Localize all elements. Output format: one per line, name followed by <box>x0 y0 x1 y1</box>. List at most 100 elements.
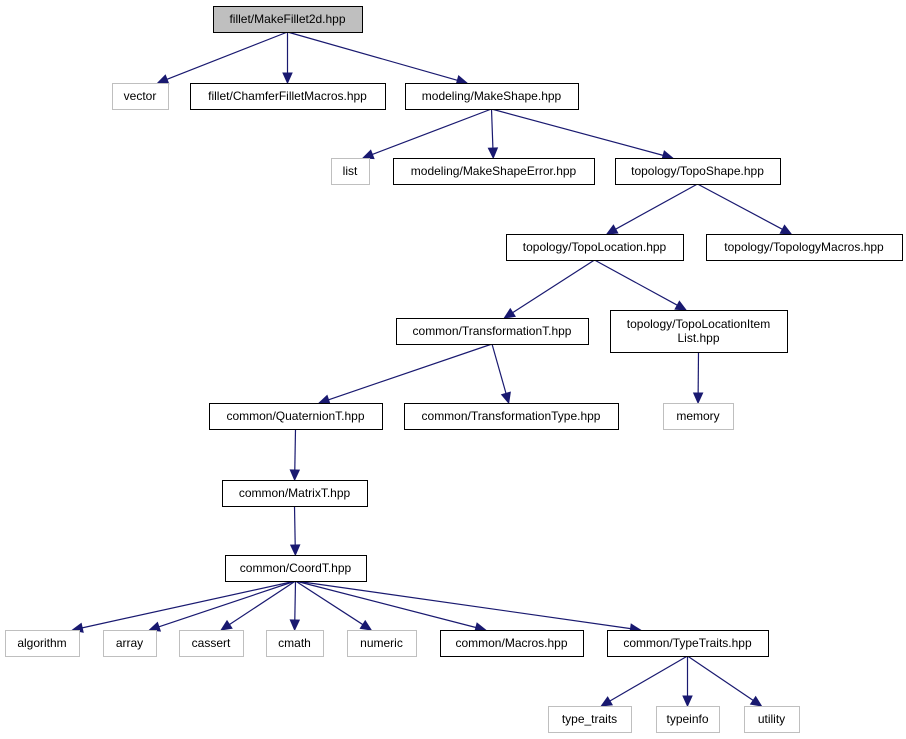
arrowhead <box>500 391 511 405</box>
node-label: cmath <box>278 636 311 650</box>
node-label: typeinfo <box>666 712 708 726</box>
node-makeshape[interactable]: modeling/MakeShape.hpp <box>405 83 579 110</box>
edge-line <box>294 580 297 621</box>
external-header-box <box>266 630 324 657</box>
node-numeric[interactable]: numeric <box>347 630 417 657</box>
edge-typetraits-to-utility <box>687 655 763 707</box>
header-file-box <box>610 310 788 353</box>
arrowhead <box>605 224 619 235</box>
node-transformationt[interactable]: common/TransformationT.hpp <box>396 318 589 345</box>
node-transformationtype[interactable]: common/TransformationType.hpp <box>404 403 619 430</box>
arrowhead <box>220 619 233 631</box>
node-vector[interactable]: vector <box>112 83 169 110</box>
edge-makeshape-to-makeshapeerror <box>487 108 499 160</box>
node-array[interactable]: array <box>103 630 157 657</box>
edge-topolocation-to-topolocationitem <box>594 259 688 311</box>
arrowhead <box>156 74 170 85</box>
node-algorithm[interactable]: algorithm <box>5 630 80 657</box>
edge-toposhape-to-topolocation <box>605 183 698 235</box>
node-label: cassert <box>192 636 231 650</box>
edge-transformationt-to-transformationtype <box>491 343 511 405</box>
node-cmath[interactable]: cmath <box>266 630 324 657</box>
edge-line <box>158 580 296 628</box>
edge-line <box>491 108 664 156</box>
header-file-box <box>209 403 383 430</box>
edge-line <box>295 580 364 626</box>
node-cassert[interactable]: cassert <box>179 630 244 657</box>
edge-line <box>328 343 493 401</box>
header-file-box <box>506 234 684 261</box>
node-label: fillet/ChamferFilletMacros.hpp <box>208 89 367 103</box>
arrowhead <box>361 149 375 160</box>
node-label: common/Macros.hpp <box>455 636 567 650</box>
node-toposhape[interactable]: topology/TopoShape.hpp <box>615 158 781 185</box>
node-label: memory <box>676 409 719 423</box>
node-topolocation[interactable]: topology/TopoLocation.hpp <box>506 234 684 261</box>
node-memory[interactable]: memory <box>663 403 734 430</box>
edge-line <box>293 505 296 546</box>
node-list[interactable]: list <box>331 158 370 185</box>
node-utility[interactable]: utility <box>744 706 800 733</box>
edge-coordt-to-cmath <box>289 580 301 632</box>
node-type_traits[interactable]: type_traits <box>548 706 632 733</box>
arrowhead <box>487 147 499 160</box>
node-label: topology/TopologyMacros.hpp <box>724 240 884 254</box>
arrowhead <box>779 224 793 235</box>
edge-line <box>490 108 494 149</box>
external-header-box <box>112 83 169 110</box>
node-label: algorithm <box>17 636 66 650</box>
edge-line <box>82 580 296 629</box>
node-label: common/CoordT.hpp <box>240 561 352 575</box>
node-typetraits[interactable]: common/TypeTraits.hpp <box>607 630 769 657</box>
edge-root-to-makeshape <box>287 31 469 86</box>
edge-line <box>615 183 698 230</box>
external-header-box <box>663 403 734 430</box>
edge-line <box>166 31 288 80</box>
edge-coordt-to-algorithm <box>71 580 296 633</box>
node-matrixt[interactable]: common/MatrixT.hpp <box>222 480 368 507</box>
arrowhead <box>289 544 301 557</box>
edge-line <box>512 259 595 314</box>
external-header-box <box>103 630 157 657</box>
root-file-box <box>213 6 363 33</box>
node-macros[interactable]: common/Macros.hpp <box>440 630 584 657</box>
node-topologymacros[interactable]: topology/TopologyMacros.hpp <box>706 234 903 261</box>
node-label: topology/TopoLocation.hpp <box>523 240 667 254</box>
edge-toposhape-to-topologymacros <box>697 183 793 235</box>
node-quaterniont[interactable]: common/QuaternionT.hpp <box>209 403 383 430</box>
node-chamfer[interactable]: fillet/ChamferFilletMacros.hpp <box>190 83 386 110</box>
arrowhead <box>282 72 293 85</box>
external-header-box <box>744 706 800 733</box>
arrowhead <box>289 619 301 632</box>
arrowhead <box>359 619 373 631</box>
header-file-box <box>615 158 781 185</box>
node-label: common/QuaternionT.hpp <box>226 409 364 423</box>
edge-typetraits-to-typeinfo <box>682 656 693 708</box>
edge-makeshape-to-list <box>361 108 492 160</box>
arrowhead <box>674 300 688 311</box>
node-makeshapeerror[interactable]: modeling/MakeShapeError.hpp <box>393 158 595 185</box>
header-file-box <box>225 555 367 582</box>
arrowhead <box>600 696 613 707</box>
edge-topolocation-to-transformationt <box>503 259 595 319</box>
edge-line <box>609 655 688 702</box>
edge-topolocationitem-to-memory <box>692 351 704 405</box>
node-label: modeling/MakeShapeError.hpp <box>411 164 577 178</box>
node-coordt[interactable]: common/CoordT.hpp <box>225 555 367 582</box>
edge-coordt-to-array <box>148 580 296 632</box>
arrowhead <box>289 469 301 482</box>
node-label: common/MatrixT.hpp <box>239 486 351 500</box>
edge-line <box>372 108 492 155</box>
external-header-box <box>656 706 720 733</box>
edges-layer <box>71 31 793 708</box>
edge-line <box>287 31 458 81</box>
node-label: type_traits <box>562 712 617 726</box>
node-label: common/TransformationT.hpp <box>413 324 572 338</box>
node-label: array <box>116 636 143 650</box>
node-label: common/TypeTraits.hpp <box>623 636 752 650</box>
edge-line <box>594 259 678 306</box>
node-typeinfo[interactable]: typeinfo <box>656 706 720 733</box>
